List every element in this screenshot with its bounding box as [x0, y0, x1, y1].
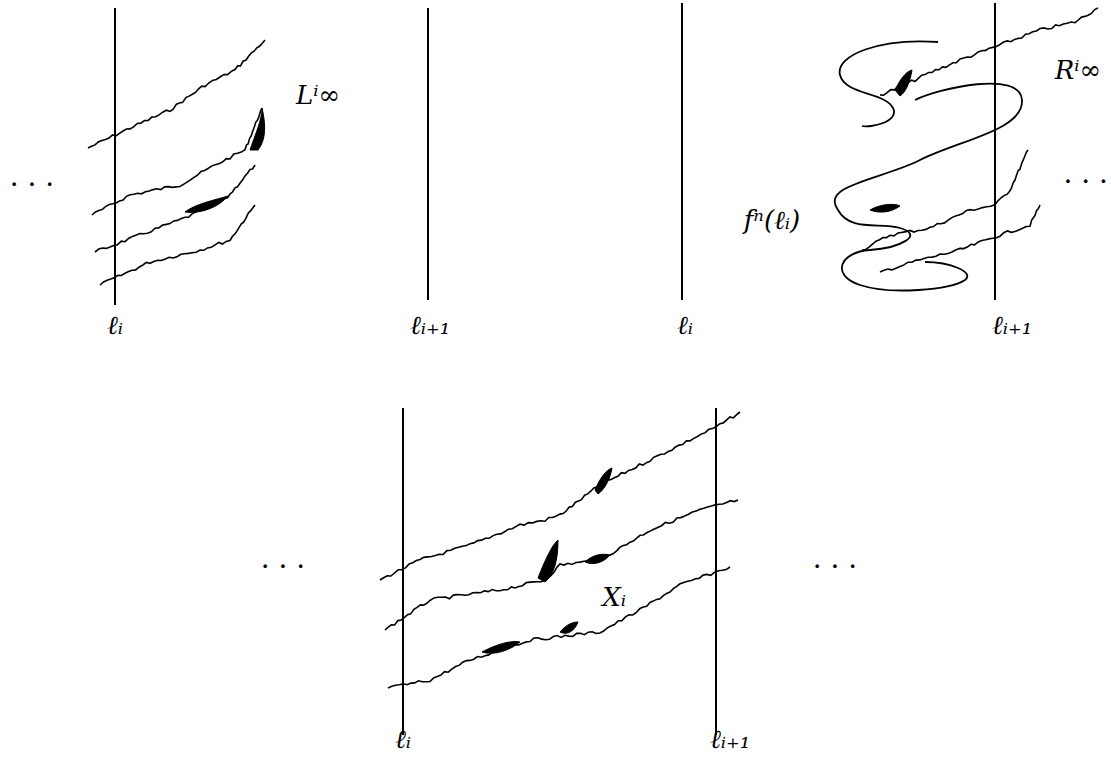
math-label: fⁿ(ℓᵢ): [744, 206, 801, 235]
blob: [585, 554, 610, 563]
leaf-curve: [388, 567, 730, 688]
math-label: ℓᵢ: [107, 311, 123, 340]
math-label: Lⁱ∞: [296, 81, 340, 110]
leaf-curve: [88, 40, 265, 148]
ellipsis: · · ·: [813, 552, 858, 583]
blob: [560, 622, 578, 633]
leaf-curve: [385, 500, 738, 630]
vertical-line: [114, 8, 116, 305]
vertical-line: [681, 3, 683, 300]
math-label: Rⁱ∞: [1055, 56, 1101, 85]
math-label: ℓᵢ: [677, 311, 693, 340]
math-label: Xᵢ: [602, 583, 626, 612]
math-label: ℓᵢ₊₁: [992, 311, 1032, 340]
ellipsis: · · ·: [261, 552, 306, 583]
leaf-curve: [880, 205, 1040, 272]
blob: [185, 196, 228, 212]
blob: [482, 642, 520, 654]
math-label: ℓᵢ₊₁: [710, 725, 750, 754]
vertical-line: [402, 408, 404, 735]
folded-curve: [835, 41, 1022, 290]
ellipsis: · · ·: [1063, 167, 1108, 198]
ellipsis: · · ·: [10, 170, 55, 201]
blob: [870, 204, 900, 212]
vertical-line: [427, 8, 429, 300]
leaf-curve: [862, 150, 1028, 250]
leaf-curve: [100, 205, 255, 285]
blob: [250, 108, 265, 150]
leaf-curve: [380, 412, 740, 580]
blob: [595, 468, 612, 494]
leaf-curve: [92, 108, 262, 215]
math-label: ℓᵢ₊₁: [410, 311, 450, 340]
math-label: ℓᵢ: [395, 725, 411, 754]
blob: [895, 70, 912, 96]
blob: [538, 540, 558, 582]
